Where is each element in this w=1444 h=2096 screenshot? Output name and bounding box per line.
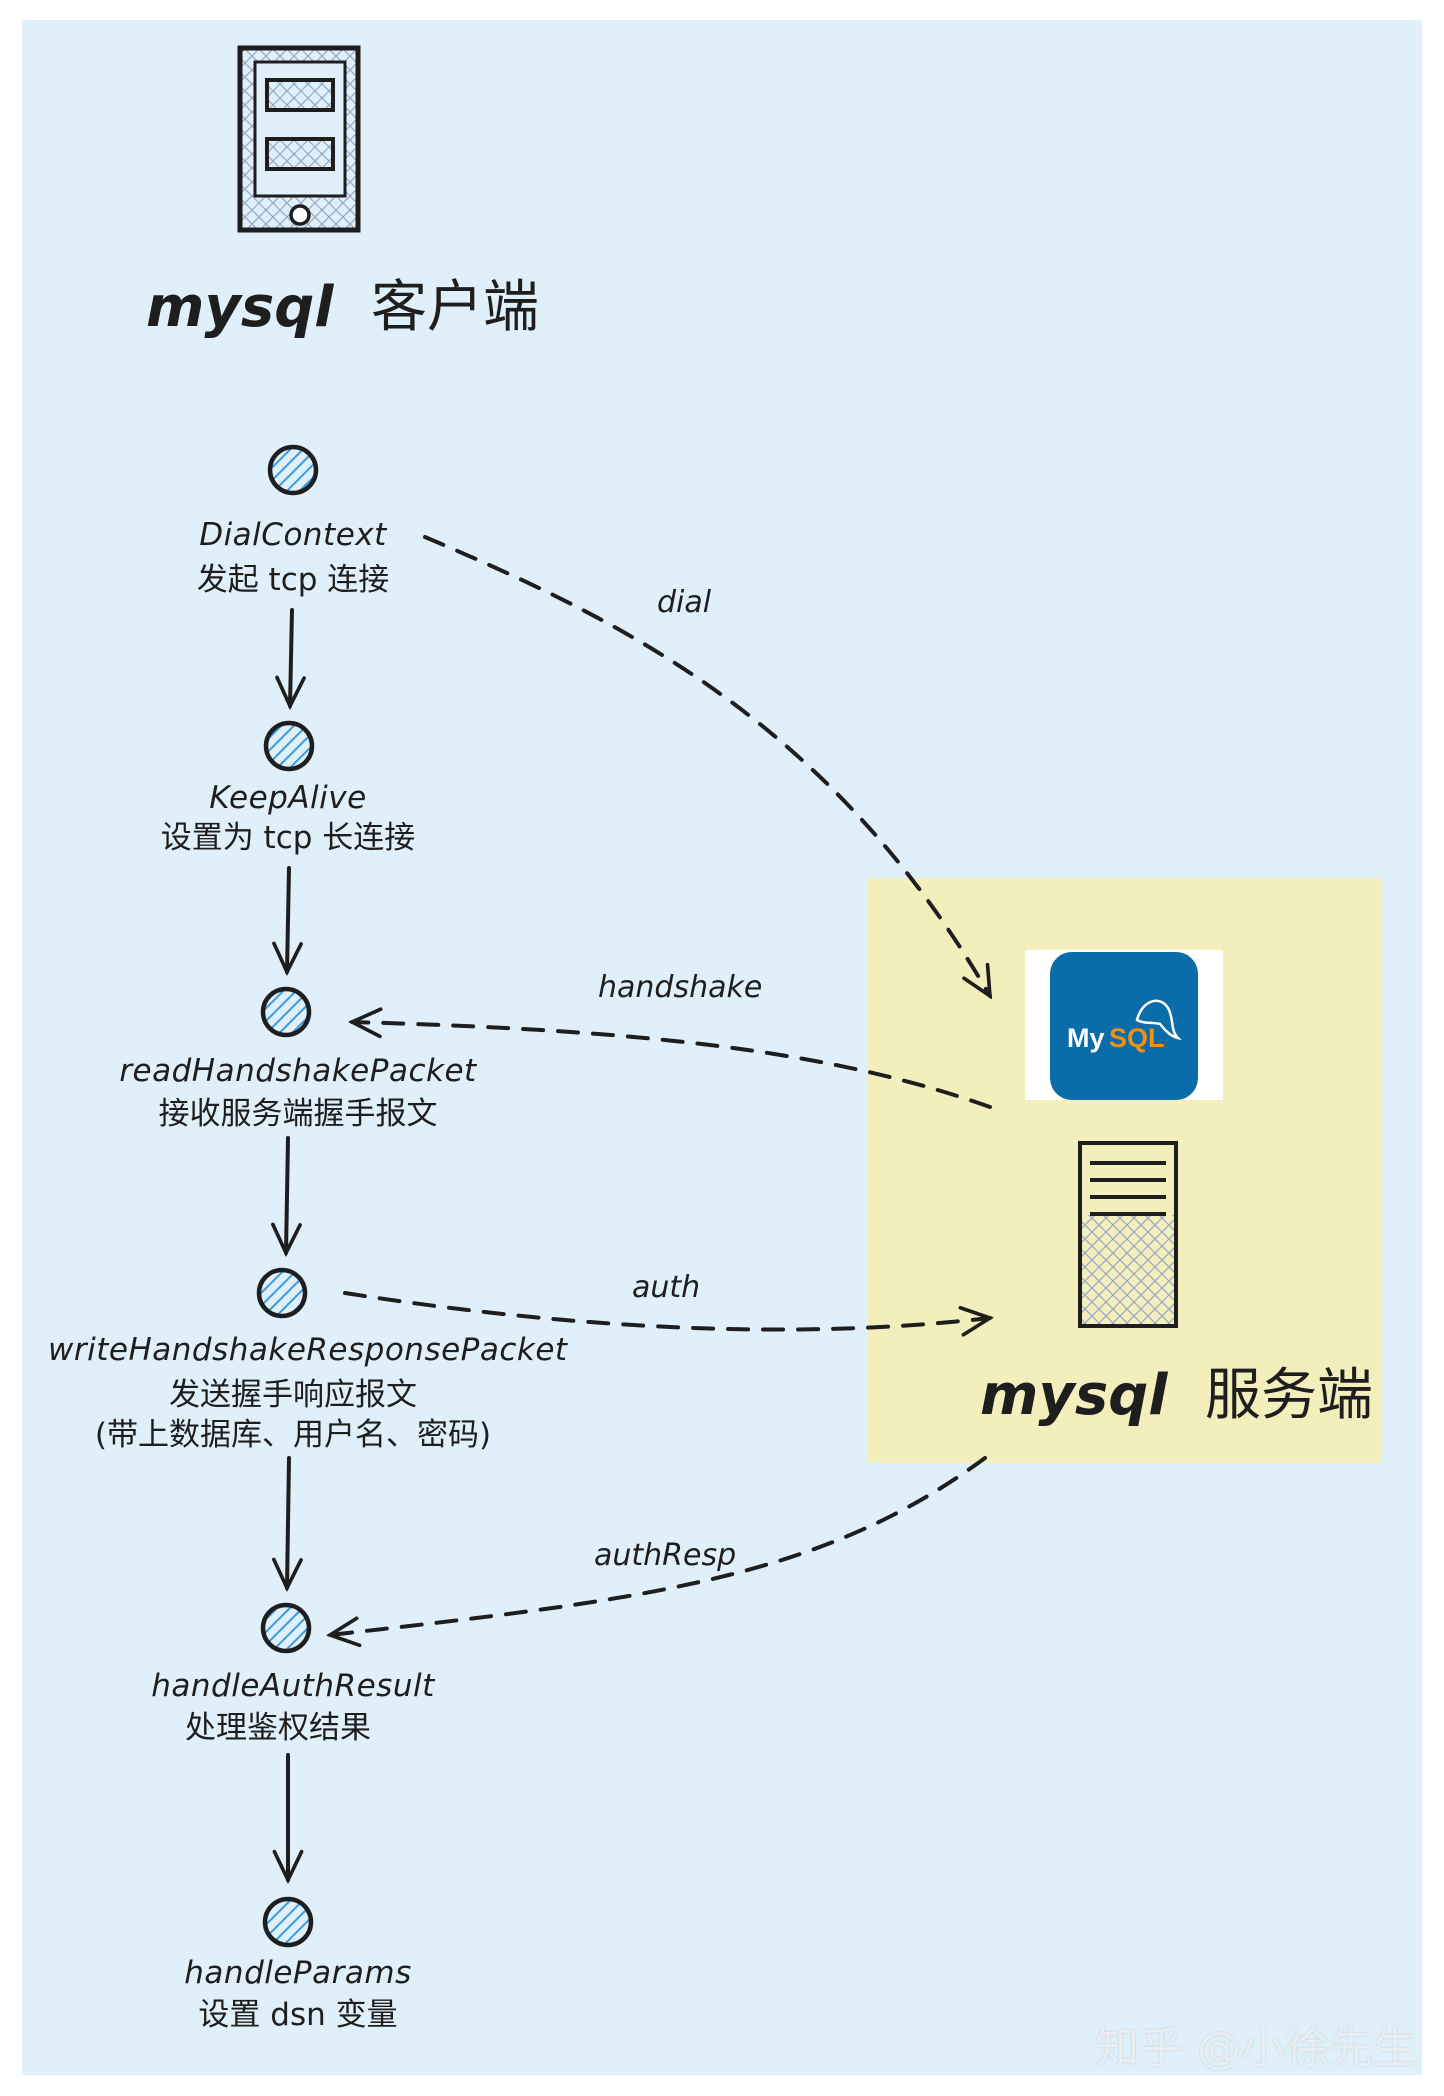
mysql-logo-my: My: [1067, 1023, 1105, 1053]
step-desc-handle-params: 设置 dsn 变量: [198, 1997, 398, 2033]
edge-label-auth: auth: [632, 1270, 701, 1305]
arrow-step-2-to-3: [287, 866, 289, 972]
server-rack-icon: [1078, 1141, 1178, 1328]
edge-label-dial: dial: [657, 585, 712, 620]
edge-handshake: [352, 1022, 992, 1109]
edge-auth-resp: [330, 1456, 987, 1635]
server-title-zh: 服务端: [1204, 1363, 1373, 1428]
client-title-zh: 客户端: [370, 275, 539, 340]
step-node-handle-auth-result: [260, 1602, 312, 1654]
step-fn-read-handshake: readHandshakePacket: [119, 1053, 477, 1089]
step-fn-write-handshake-response: writeHandshakeResponsePacket: [48, 1332, 568, 1368]
client-title: mysql 客户端: [146, 262, 539, 343]
arrow-step-4-to-5: [287, 1456, 289, 1588]
client-title-mysql: mysql: [146, 275, 334, 340]
edge-auth: [343, 1291, 990, 1330]
step-desc-handle-auth-result: 处理鉴权结果: [185, 1710, 371, 1746]
step-fn-handle-auth-result: handleAuthResult: [151, 1668, 435, 1704]
step-node-keep-alive: [263, 720, 315, 772]
tablet-device-icon: [237, 45, 361, 233]
step-desc-keep-alive: 设置为 tcp 长连接: [160, 820, 416, 856]
step-node-dial-context: [267, 444, 319, 496]
mysql-dolphin-logo: [1025, 950, 1223, 1100]
step-node-write-handshake-response: [256, 1267, 308, 1319]
step-desc-write-handshake-response-detail: (带上数据库、用户名、密码): [94, 1417, 492, 1453]
arrow-step-1-to-2: [290, 608, 292, 706]
step-desc-dial-context: 发起 tcp 连接: [196, 562, 390, 598]
mysql-logo-sql: SQL: [1109, 1023, 1165, 1053]
arrow-step-3-to-4: [286, 1136, 288, 1253]
step-desc-write-handshake-response: 发送握手响应报文: [169, 1377, 417, 1413]
server-title: mysql 服务端: [980, 1350, 1373, 1431]
edge-dial: [423, 535, 990, 996]
edge-label-auth-resp: authResp: [594, 1538, 737, 1573]
watermark: 知乎 @小徐先生: [1095, 2023, 1417, 2074]
step-fn-dial-context: DialContext: [199, 517, 387, 553]
step-desc-read-handshake: 接收服务端握手报文: [158, 1096, 438, 1132]
step-fn-handle-params: handleParams: [184, 1955, 412, 1991]
step-node-handle-params: [262, 1896, 314, 1948]
step-node-read-handshake: [260, 986, 312, 1038]
edge-label-handshake: handshake: [598, 970, 763, 1005]
step-fn-keep-alive: KeepAlive: [209, 780, 367, 816]
server-title-mysql: mysql: [980, 1363, 1168, 1428]
